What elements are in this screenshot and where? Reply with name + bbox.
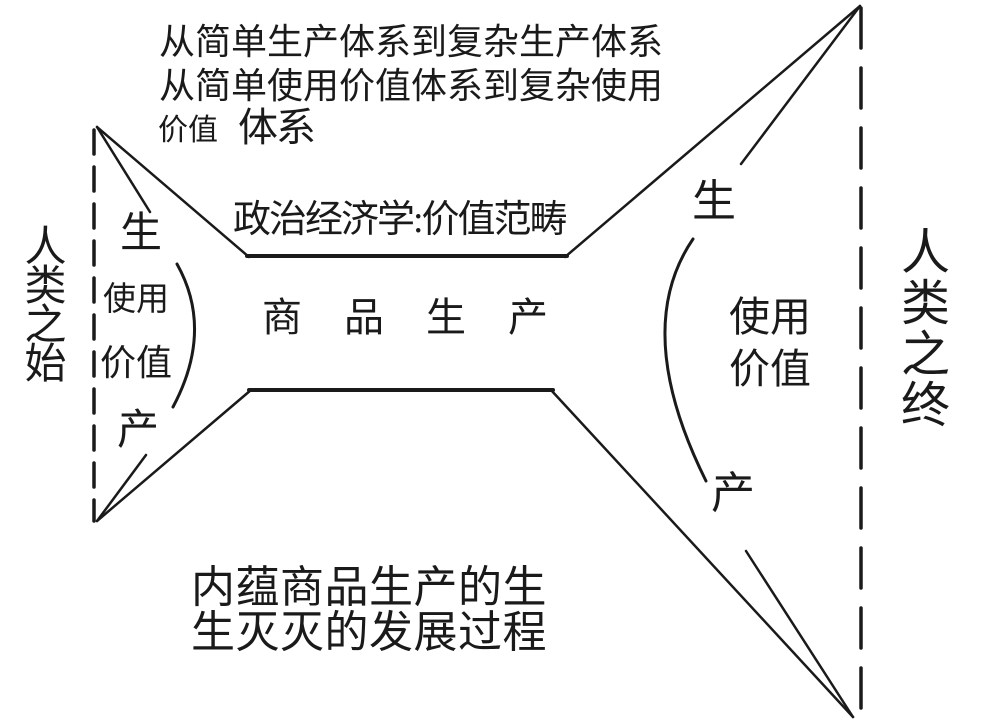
top-caption-line3-rest: 体系 — [238, 105, 316, 150]
left-group-char-bottom: 产 — [117, 408, 160, 454]
left-bracket-arc — [171, 262, 197, 409]
top-caption-line1: 从简单生产体系到复杂生产体系 — [159, 22, 664, 62]
star-top-left-slant — [95, 125, 251, 259]
right-group-value-word: 价值 — [729, 346, 811, 392]
star-bottom-right-slant — [549, 388, 855, 719]
left-group-char-top: 生 — [120, 211, 163, 257]
left-group-value-word: 价值 — [100, 343, 173, 383]
top-right-inner-line — [739, 4, 862, 166]
right-group-char-top: 生 — [692, 177, 736, 226]
right-group-use-word: 使用 — [729, 294, 811, 340]
right-axis-label: 人类之终 — [894, 226, 949, 430]
bottom-caption-line1: 内蕴商品生产的生 — [191, 563, 547, 612]
political-economy-label: 政治经济学:价值范畴 — [233, 199, 568, 241]
left-group-use-word: 使用 — [103, 282, 169, 318]
star-bottom-left-slant — [95, 388, 253, 523]
right-group-char-bottom: 产 — [711, 469, 755, 518]
top-left-inner-line — [95, 125, 152, 214]
left-axis-label: 人类之始 — [18, 224, 64, 380]
bottom-left-inner-line — [95, 453, 148, 523]
bottom-right-inner-line — [744, 549, 855, 719]
bottom-caption-line2: 生灭灭的发展过程 — [191, 608, 547, 657]
top-caption-line3-small: 价值 — [158, 114, 218, 147]
commodity-production-label: 商品生产 — [262, 295, 590, 340]
right-bracket-arc — [663, 237, 708, 483]
star-top-right-slant — [563, 4, 862, 259]
top-caption-line2: 从简单使用价值体系到复杂使用 — [159, 66, 664, 106]
